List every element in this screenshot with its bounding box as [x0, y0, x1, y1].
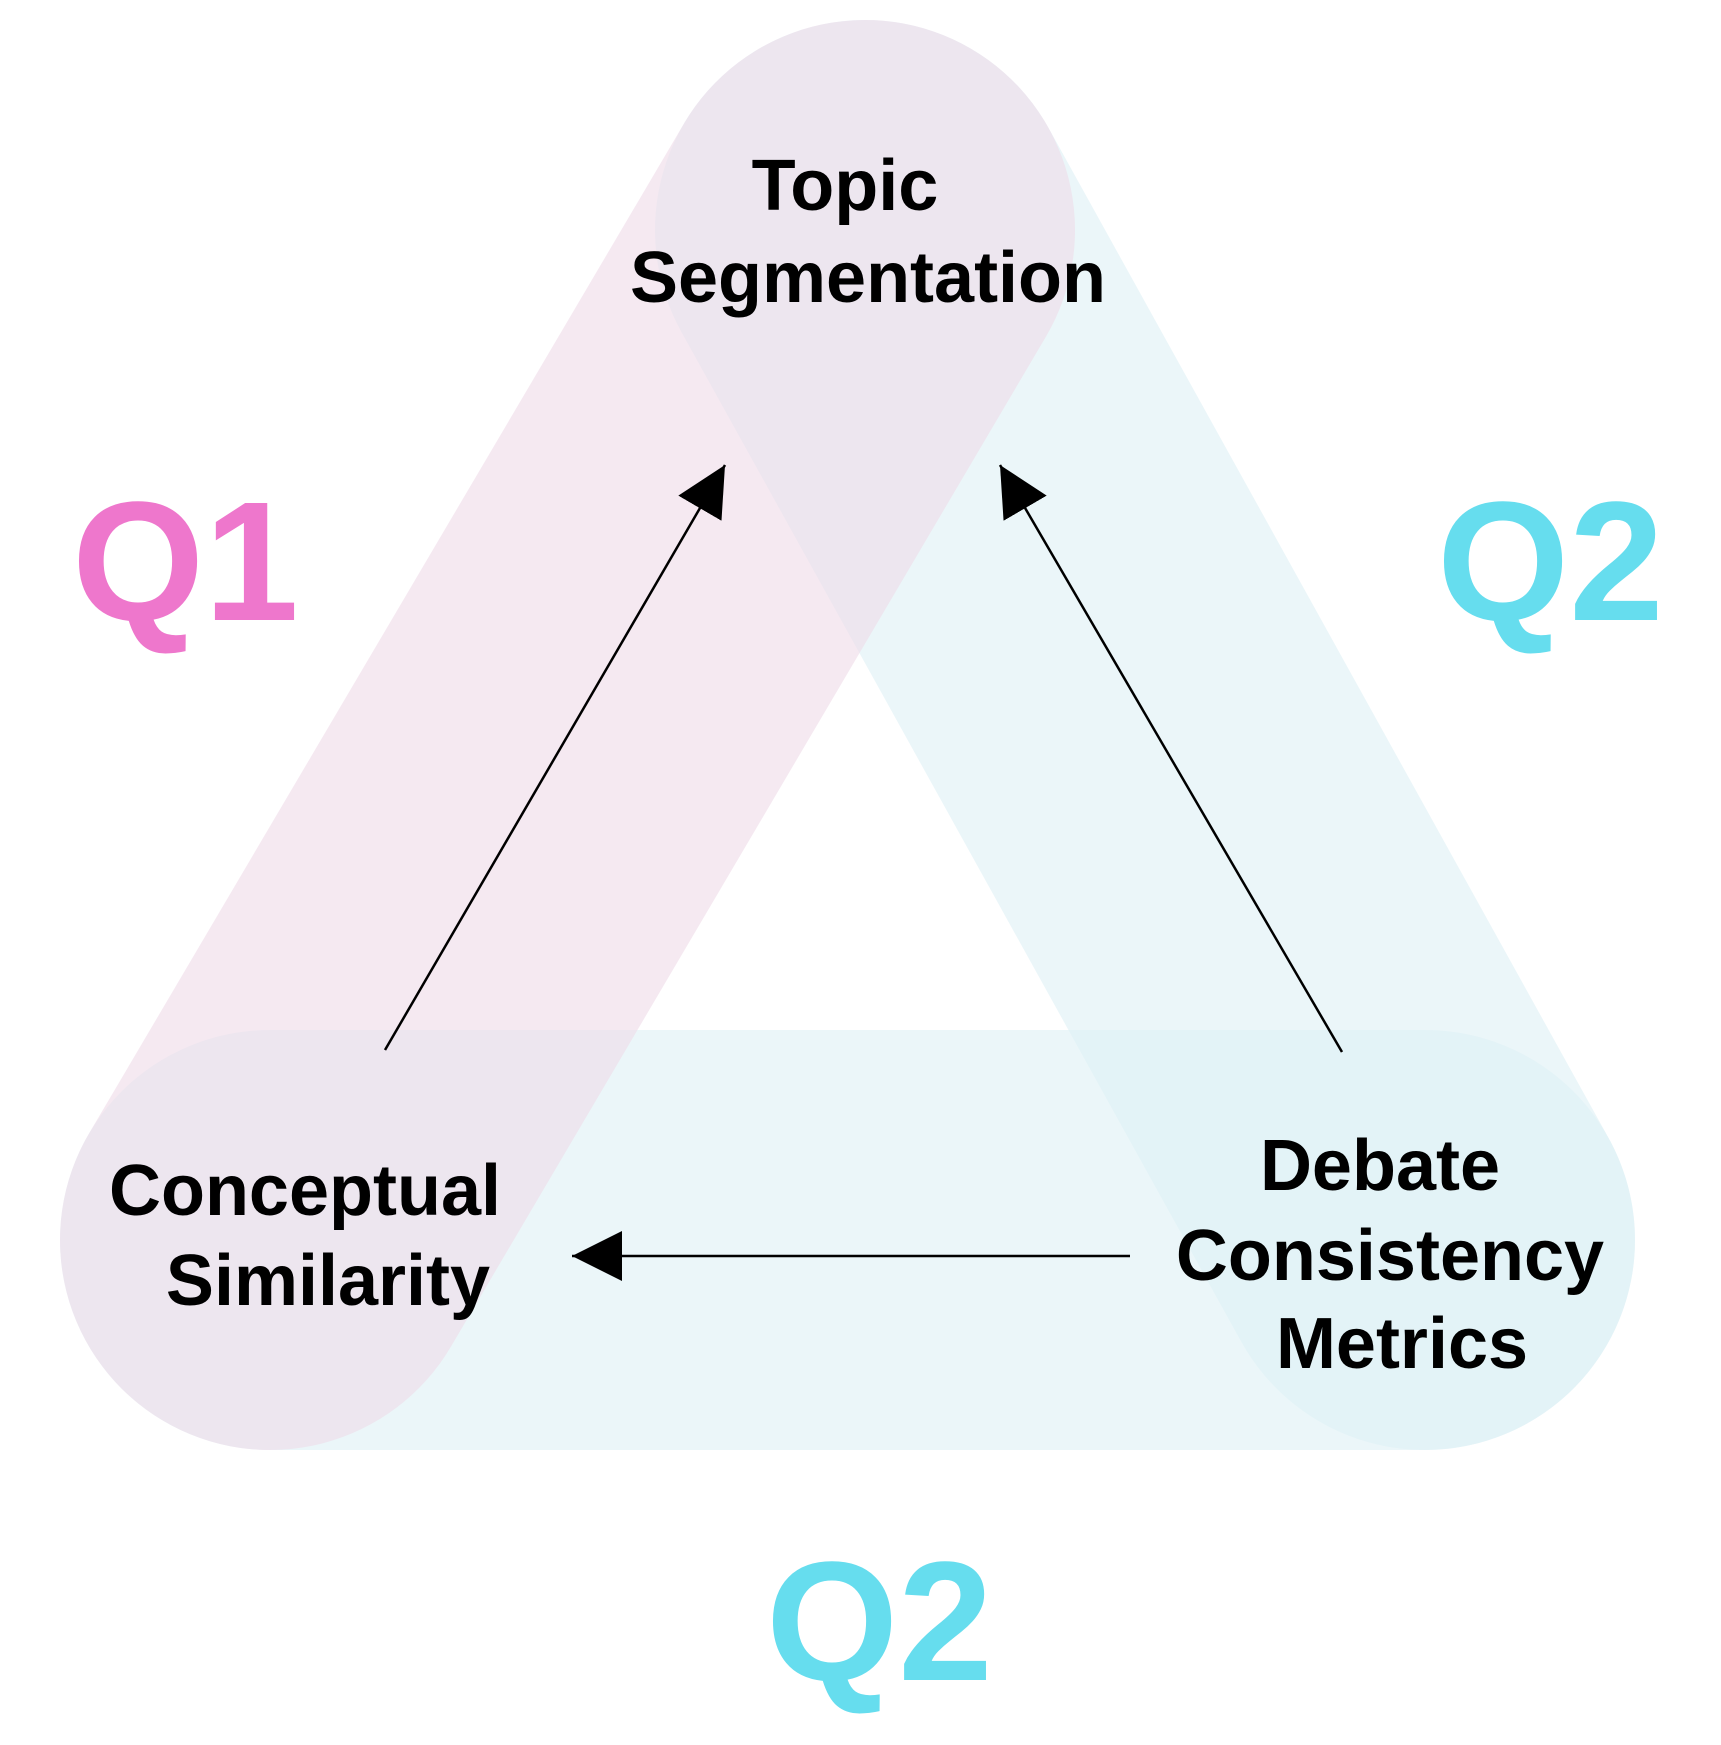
debate-line-3: Metrics: [1276, 1304, 1528, 1384]
arrow-conceptual-to-topic: [383, 464, 727, 1051]
conceptual-line-2: Similarity: [166, 1241, 490, 1321]
node-debate-consistency-metrics: Debate Consistency Metrics: [1176, 1126, 1624, 1384]
node-topic-segmentation: Topic Segmentation: [630, 146, 1106, 318]
node-conceptual-similarity: Conceptual Similarity: [109, 1151, 521, 1321]
arrow-debate-to-topic: [998, 464, 1344, 1053]
label-q2-right: Q2: [1437, 467, 1664, 657]
conceptual-line-1: Conceptual: [109, 1151, 501, 1231]
label-q2-bottom: Q2: [766, 1527, 993, 1717]
topic-line-1: Topic: [752, 146, 939, 226]
debate-line-2: Consistency: [1176, 1216, 1604, 1296]
topic-line-2: Segmentation: [630, 238, 1106, 318]
label-q1: Q1: [72, 467, 299, 657]
debate-line-1: Debate: [1260, 1126, 1500, 1206]
